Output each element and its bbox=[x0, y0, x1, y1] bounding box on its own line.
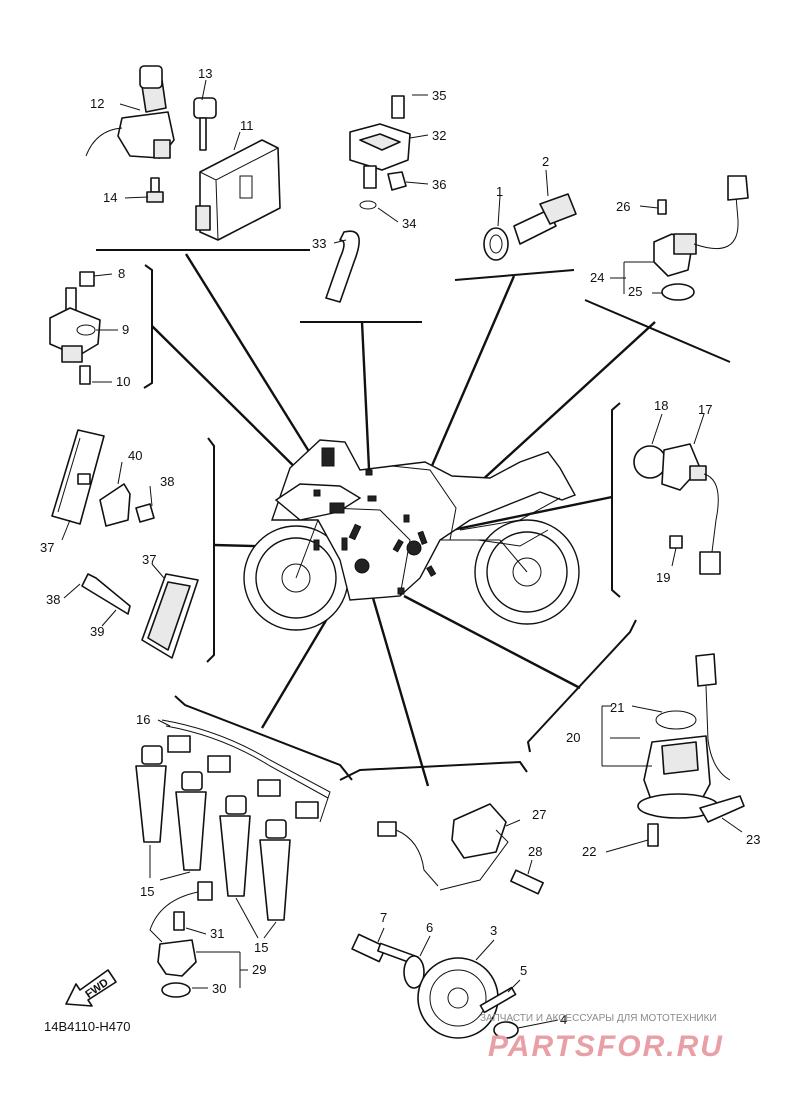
callout-37a: 37 bbox=[40, 540, 54, 555]
callout-15a: 15 bbox=[140, 884, 154, 899]
callout-16: 16 bbox=[136, 712, 150, 727]
coil-1 bbox=[135, 745, 167, 843]
callout-22: 22 bbox=[582, 844, 596, 859]
callout-30: 30 bbox=[212, 981, 226, 996]
main-switch-ecu-group bbox=[85, 65, 281, 241]
callout-33: 33 bbox=[312, 236, 326, 251]
callout-5: 5 bbox=[520, 963, 527, 978]
bolt-part bbox=[146, 177, 164, 203]
callout-31: 31 bbox=[210, 926, 224, 941]
callout-35: 35 bbox=[432, 88, 446, 103]
coil-3 bbox=[219, 795, 251, 897]
callout-11: 11 bbox=[240, 118, 254, 133]
ignition-coil-group bbox=[135, 719, 331, 939]
callout-20: 20 bbox=[566, 730, 580, 745]
temperature-sensor-group bbox=[483, 169, 577, 261]
callout-37b: 37 bbox=[142, 552, 156, 567]
callout-26: 26 bbox=[616, 199, 630, 214]
callout-10: 10 bbox=[116, 374, 130, 389]
diagram-code: 14B4110-H470 bbox=[44, 1019, 131, 1034]
intake-pressure-sensor-group bbox=[325, 94, 429, 303]
fuel-pump-group bbox=[601, 653, 745, 853]
callout-24: 24 bbox=[590, 270, 604, 285]
callout-3: 3 bbox=[490, 923, 497, 938]
forward-arrow: FWD bbox=[65, 969, 117, 1007]
callout-6: 6 bbox=[426, 920, 433, 935]
callout-23: 23 bbox=[746, 832, 760, 847]
callout-7: 7 bbox=[380, 910, 387, 925]
coil-4 bbox=[259, 819, 291, 921]
reflector-group bbox=[51, 429, 199, 659]
callout-13: 13 bbox=[198, 66, 212, 81]
callout-19: 19 bbox=[656, 570, 670, 585]
motorcycle-outline bbox=[243, 439, 580, 631]
callout-28: 28 bbox=[528, 844, 542, 859]
callout-17: 17 bbox=[698, 402, 712, 417]
callout-27: 27 bbox=[532, 807, 546, 822]
cam-sensor-group bbox=[149, 881, 248, 998]
callout-numbers: 1 2 3 4 5 6 7 8 9 10 11 12 13 14 15 15 1… bbox=[40, 66, 760, 1027]
speed-sensor-group bbox=[610, 175, 749, 301]
callout-25: 25 bbox=[628, 284, 642, 299]
callout-29: 29 bbox=[252, 962, 266, 977]
callout-1: 1 bbox=[496, 184, 503, 199]
callout-15b: 15 bbox=[254, 940, 268, 955]
callout-38a: 38 bbox=[160, 474, 174, 489]
callout-36: 36 bbox=[432, 177, 446, 192]
watermark-tagline: ЗАПЧАСТИ И АКСЕССУАРЫ ДЛЯ МОТОТЕХНИКИ bbox=[480, 1013, 717, 1024]
pickup-coil-group bbox=[377, 803, 544, 895]
ecu-part bbox=[195, 139, 281, 241]
watermark-brand: PARTSFOR.RU bbox=[488, 1030, 724, 1063]
watermark: ЗАПЧАСТИ И АКСЕССУАРЫ ДЛЯ МОТОТЕХНИКИ PA… bbox=[480, 1013, 724, 1063]
callout-14: 14 bbox=[103, 190, 117, 205]
neutral-switch-group bbox=[49, 271, 118, 385]
callout-40: 40 bbox=[128, 448, 142, 463]
callout-38b: 38 bbox=[46, 592, 60, 607]
crank-sensor-group bbox=[633, 413, 721, 575]
callout-2: 2 bbox=[542, 154, 549, 169]
callout-8: 8 bbox=[118, 266, 125, 281]
callout-18: 18 bbox=[654, 398, 668, 413]
callout-34: 34 bbox=[402, 216, 416, 231]
ignition-key-part bbox=[193, 97, 217, 151]
callout-9: 9 bbox=[122, 322, 129, 337]
callout-32: 32 bbox=[432, 128, 446, 143]
callout-21: 21 bbox=[610, 700, 624, 715]
callout-39: 39 bbox=[90, 624, 104, 639]
coil-2 bbox=[175, 771, 207, 871]
main-switch-part bbox=[85, 65, 175, 159]
rotor-group bbox=[351, 927, 559, 1039]
callout-12: 12 bbox=[90, 96, 104, 111]
callout-4: 4 bbox=[560, 1012, 567, 1027]
